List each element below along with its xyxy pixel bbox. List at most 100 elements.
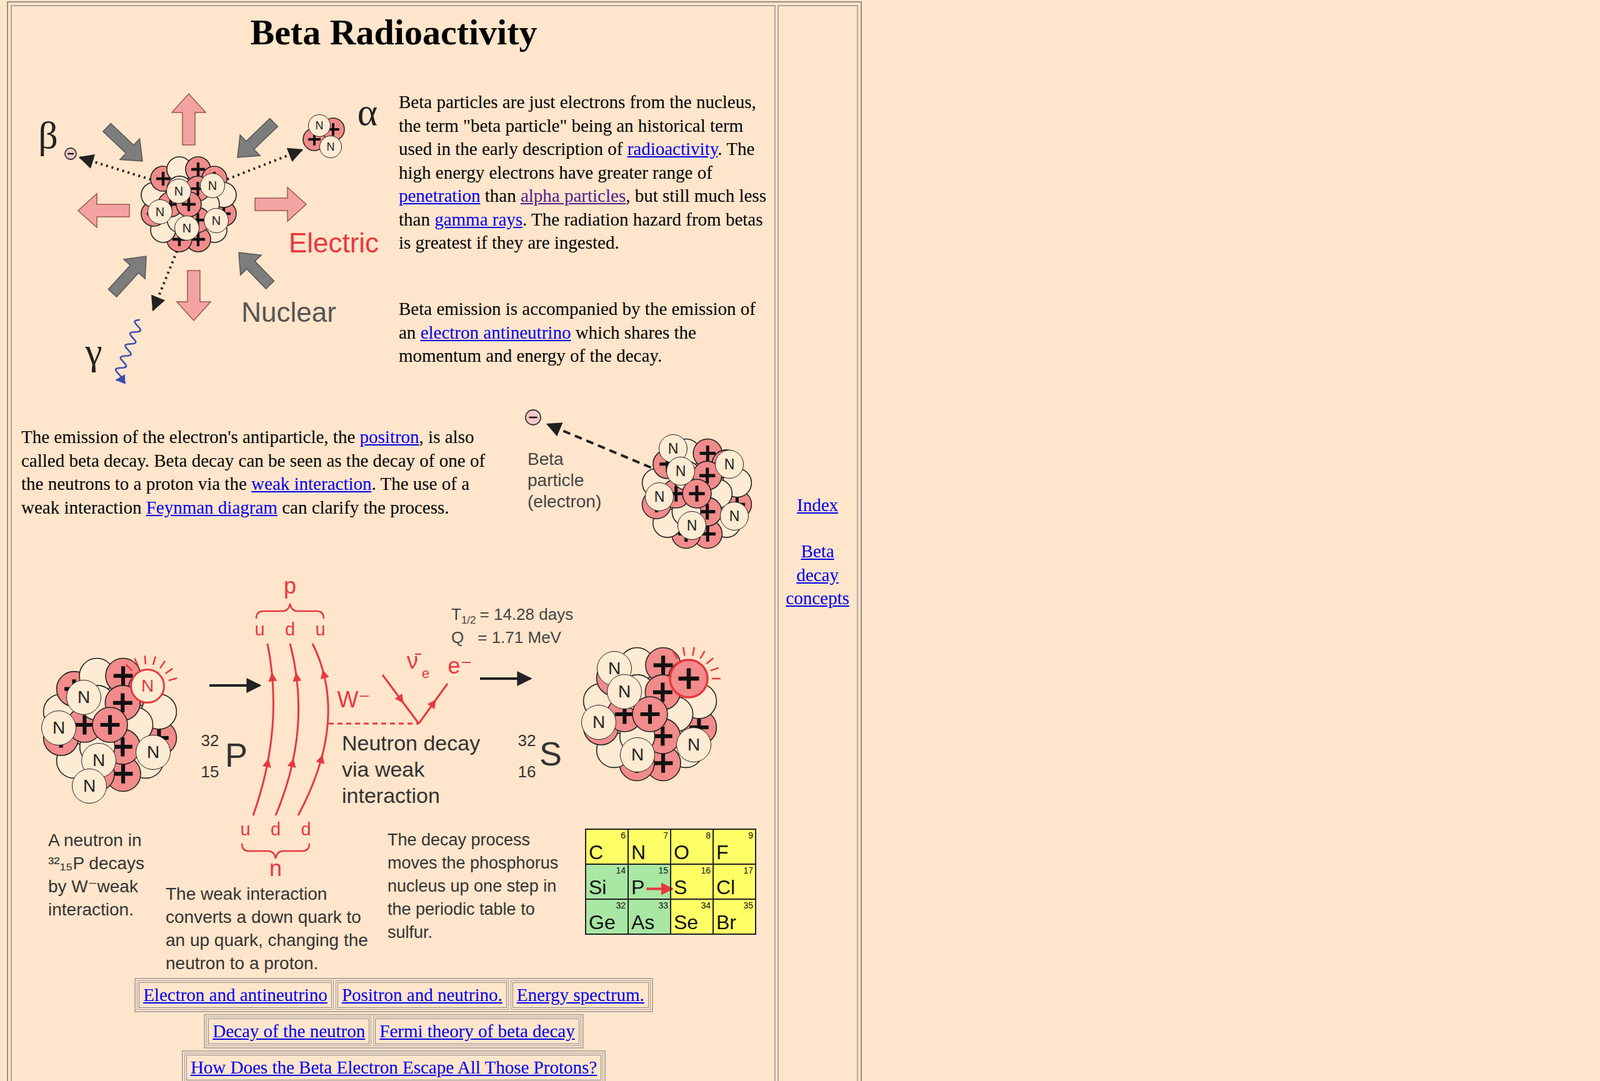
- atomic-number: 33: [658, 901, 669, 910]
- nucleon-label: N: [92, 751, 105, 770]
- plus-sign: [640, 705, 660, 725]
- glow-ray: [683, 647, 685, 657]
- element-cell: O8: [670, 828, 714, 865]
- emission-path: [547, 424, 663, 473]
- element-cell: N7: [627, 828, 672, 865]
- element-cell: F9: [712, 828, 757, 865]
- link-box: Electron and antineutrino: [138, 982, 332, 1009]
- hyperlink: gamma rays: [434, 209, 523, 230]
- proton: [92, 707, 128, 743]
- nucleon-label: N: [675, 464, 687, 479]
- nucleon-label: N: [83, 777, 96, 795]
- element-symbol: P: [631, 876, 645, 899]
- nucleon-label: N: [729, 509, 740, 524]
- caption: A neutron in ³²₁₅P decays by W⁻weak inte…: [48, 828, 160, 922]
- mass-number: 32: [201, 731, 220, 751]
- atomic-number: 15: [658, 866, 669, 875]
- page-title: Beta Radioactivity: [250, 11, 537, 54]
- link-box: Energy spectrum.: [512, 982, 649, 1009]
- cell-fill: [712, 828, 757, 865]
- element-symbol: N: [631, 841, 646, 864]
- atomic-number: 34: [700, 901, 711, 910]
- neutron-circle: N: [676, 727, 712, 763]
- plus-sign: [100, 715, 120, 735]
- arrowhead: [287, 758, 297, 769]
- quark-label: u d u: [246, 619, 334, 640]
- glow-ray: [706, 658, 714, 664]
- nucleon-label: N: [141, 677, 154, 695]
- text-run: 1/2: [461, 614, 477, 627]
- paragraph: Beta particles are just electrons from t…: [398, 90, 773, 255]
- neutron-circle: N: [645, 482, 674, 512]
- hyperlink: Feynman diagram: [146, 497, 278, 518]
- nucleon-label: N: [208, 179, 217, 192]
- quark-line: [275, 643, 299, 816]
- arrowhead: [292, 672, 302, 682]
- neutron-circle: N: [720, 501, 749, 531]
- text-run: Neutron decay via weak interaction: [341, 731, 480, 808]
- nucleon-label: N: [687, 736, 700, 754]
- brace: [256, 603, 324, 619]
- neutron-circle: N: [66, 680, 102, 715]
- hyperlink: Index: [796, 495, 839, 515]
- content-cell: [11, 5, 775, 1081]
- cell-fill: [712, 863, 757, 900]
- element-cell: Cl17: [712, 863, 757, 900]
- mass-number: 32: [518, 731, 537, 751]
- element-symbol: As: [631, 911, 655, 934]
- element-cell: Ge32: [585, 898, 629, 935]
- atomic-number: 15: [201, 763, 220, 782]
- atomic-number: 6: [620, 831, 626, 840]
- arrowhead: [262, 758, 272, 769]
- glow-ray: [165, 668, 173, 674]
- particle-label: p: [283, 573, 297, 599]
- link-text: Electron and antineutrino: [143, 985, 328, 1005]
- link-box: Fermi theory of beta decay: [375, 1018, 579, 1045]
- nuclear-arrow: [103, 123, 143, 162]
- neutron-circle: N: [620, 737, 655, 773]
- atomic-number: 16: [700, 866, 711, 875]
- proton: [670, 660, 708, 698]
- particle-label: n: [269, 855, 282, 882]
- neutron-circle: N: [71, 768, 107, 804]
- nucleon-label: N: [724, 457, 735, 472]
- atomic-number: 16: [518, 763, 537, 782]
- neutron-circle: N: [606, 674, 642, 710]
- text-run: A neutron in ³²₁₅P decays by W⁻weak inte…: [48, 830, 145, 920]
- nucleon-label: N: [155, 205, 165, 219]
- glow-ray: [710, 668, 719, 672]
- text-run: = 14.28 days: [480, 605, 574, 624]
- caption: The decay process moves the phosphorus n…: [387, 828, 582, 945]
- nucleon-label: N: [686, 518, 698, 534]
- cell-fill: [627, 863, 672, 900]
- electric-arrow: [176, 270, 211, 321]
- glow-ray: [673, 651, 678, 659]
- caption: The weak interaction converts a down qua…: [165, 882, 375, 975]
- element-cell: Br35: [712, 898, 757, 935]
- plus-sign: [113, 764, 134, 784]
- nucleon-label: N: [631, 746, 644, 764]
- sidebar-cell: [778, 5, 858, 1081]
- minus-sign: [528, 416, 537, 419]
- neutron-circle: N: [41, 710, 77, 746]
- hyperlink: positron: [360, 426, 420, 447]
- element-symbol: S: [539, 734, 562, 774]
- excited-proton: [670, 660, 708, 698]
- subscript-label: e: [421, 665, 430, 682]
- process-arrow: [209, 684, 260, 687]
- nucleon-label: N: [77, 688, 90, 707]
- plus-sign: [688, 485, 705, 502]
- hyperlink: radioactivity: [627, 138, 719, 159]
- element-symbol: Se: [673, 911, 699, 934]
- text-run: can clarify the process.: [277, 497, 450, 518]
- glow-ray: [700, 651, 705, 659]
- minus-sign: [67, 153, 74, 155]
- element-symbol: F: [716, 841, 729, 864]
- neutron-circle: N: [666, 456, 695, 486]
- element-symbol: O: [673, 841, 690, 864]
- nuclear-arrow: [108, 256, 147, 297]
- nucleon-label: N: [182, 221, 192, 235]
- link-box: Decay of the neutron: [208, 1018, 370, 1045]
- link-text: Energy spectrum.: [516, 985, 645, 1005]
- arrowhead: [427, 700, 437, 710]
